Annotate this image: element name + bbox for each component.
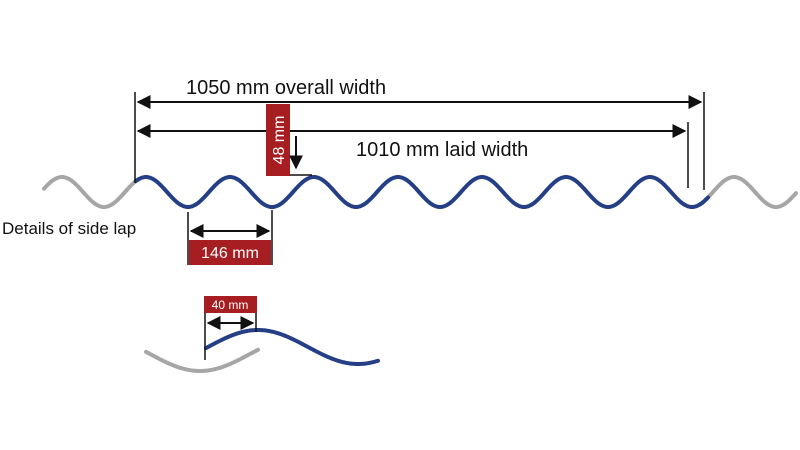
side-lap-caption: Details of side lap <box>2 219 136 238</box>
profile-height-tag <box>266 104 290 176</box>
adjacent-sheet-right <box>698 174 798 210</box>
pitch-tag <box>189 240 271 265</box>
overall-width-label: 1050 mm overall width <box>186 77 386 99</box>
adjacent-sheet-left <box>42 174 137 210</box>
corrugated-sheet <box>134 174 710 210</box>
lap-offset-label: 40 mm <box>212 298 249 312</box>
side-lap-adjacent-sheet <box>144 347 260 374</box>
side-lap-sheet <box>204 327 380 367</box>
laid-width-label: 1010 mm laid width <box>356 139 528 161</box>
profile-height-label: 48 mm <box>271 116 288 165</box>
pitch-label: 146 mm <box>201 245 259 262</box>
lap-offset-tag <box>204 296 257 313</box>
